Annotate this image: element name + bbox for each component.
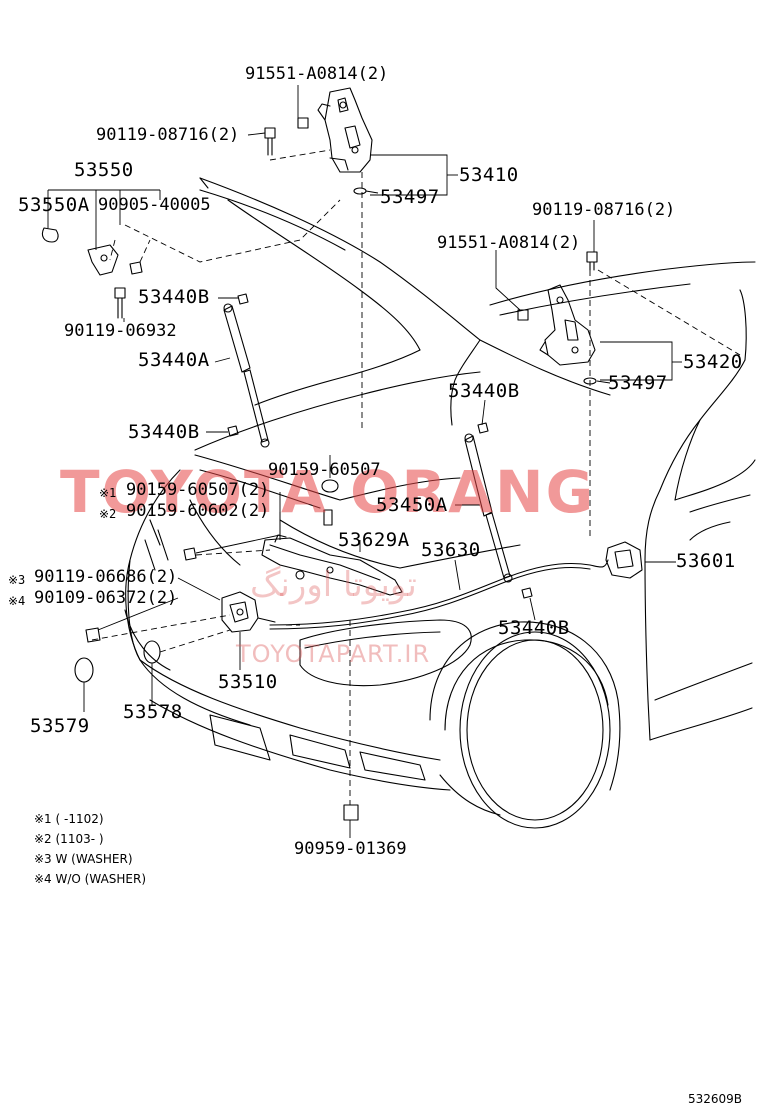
part-label-90119-06686: 90119-06686(2) (34, 567, 178, 587)
note-3: ※3 W (WASHER) (34, 852, 133, 866)
part-label-53440B-1: 53440B (138, 286, 210, 308)
part-label-53578: 53578 (123, 701, 183, 723)
release-cable (269, 559, 609, 630)
part-label-53440B-2: 53440B (448, 380, 520, 402)
part-label-53440B-3: 53440B (128, 421, 200, 443)
part-label-90119-08716-right: 90119-08716(2) (532, 200, 676, 220)
diagram-id: 532609B (688, 1092, 743, 1106)
part-label-90119-08716-left: 90119-08716(2) (96, 125, 240, 145)
part-label-53550A: 53550A (18, 194, 90, 216)
support-lines (194, 454, 521, 569)
part-label-53497-right: 53497 (608, 372, 668, 394)
part-label-53629A: 53629A (338, 529, 410, 551)
release-lever (605, 541, 643, 579)
part-label-91551-top: 91551-A0814(2) (245, 64, 389, 84)
dashed-lines (91, 149, 741, 805)
part-label-90109-06372: 90109-06372(2) (34, 588, 178, 608)
part-label-53497-left: 53497 (380, 186, 440, 208)
part-label-90959-01369: 90959-01369 (294, 839, 407, 859)
watermark-main: TOYOTA ORANG (60, 458, 596, 526)
hood-outline (194, 177, 611, 451)
note-4: ※4 W/O (WASHER) (34, 872, 147, 886)
part-label-90159-60602-2: 90159-60602(2) (126, 501, 270, 521)
watermark-arabic: تويوتا اورنگ (250, 565, 417, 605)
watermark-url: TOYOTAPART.IR (236, 640, 431, 668)
part-label-53410: 53410 (459, 164, 519, 186)
note-1: ※1 ( -1102) (34, 812, 104, 826)
hinge-left (317, 87, 373, 173)
part-label-53440B-4: 53440B (498, 617, 570, 639)
part-label-53601: 53601 (676, 550, 736, 572)
hinge-right (539, 284, 596, 366)
part-label-53440A: 53440A (138, 349, 210, 371)
part-label-53550: 53550 (74, 159, 134, 181)
part-label-90159-60507-2: 90159-60507(2) (126, 480, 270, 500)
wheel-arch (429, 621, 621, 829)
part-label-53579: 53579 (30, 715, 90, 737)
part-label-90119-06932: 90119-06932 (64, 321, 177, 341)
part-label-53630: 53630 (421, 539, 481, 561)
note-2: ※2 (1103- ) (34, 832, 104, 846)
hood-stay-left (223, 303, 270, 448)
marker-1: ※1 (99, 486, 117, 500)
leader-lines (47, 85, 682, 838)
part-label-90905: 90905-40005 (98, 195, 211, 215)
marker-3: ※3 (8, 573, 26, 587)
hood-lock (221, 591, 276, 633)
part-label-91551-right: 91551-A0814(2) (437, 233, 581, 253)
part-label-90159-60507: 90159-60507 (268, 460, 381, 480)
marker-4: ※4 (8, 594, 26, 608)
car-body (489, 261, 756, 741)
part-label-53450A: 53450A (376, 494, 448, 516)
part-label-53420: 53420 (683, 351, 743, 373)
marker-2: ※2 (99, 507, 117, 521)
part-label-53510: 53510 (218, 671, 278, 693)
